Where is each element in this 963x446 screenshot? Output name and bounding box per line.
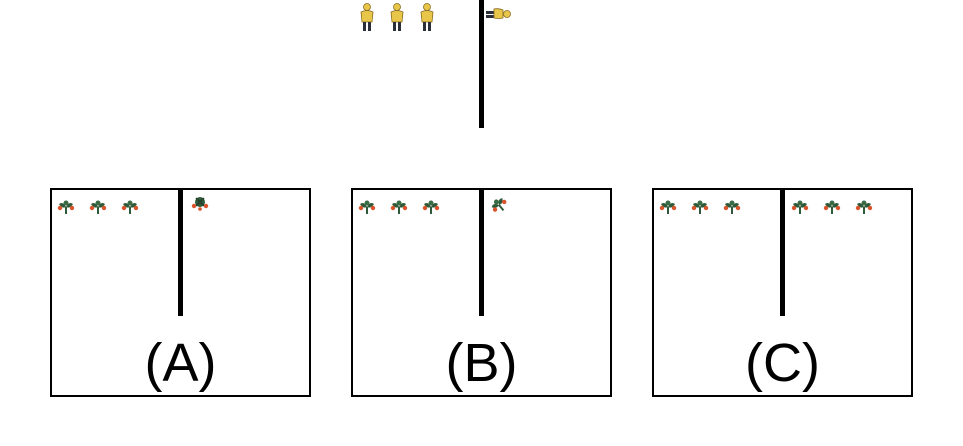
option-b-divider-line [479,190,484,316]
person-standing-icon [420,3,434,31]
option-b-left-figures [357,198,441,216]
flower-icon [121,200,139,214]
option-b[interactable]: (B) [351,188,612,397]
flower-icon [855,200,873,214]
option-a-label: (A) [144,333,217,393]
flower-wilted-icon [191,197,209,211]
option-a-divider-line [178,190,183,316]
prompt-divider-line [479,0,484,128]
flower-icon [422,200,440,214]
flower-icon [390,200,408,214]
option-c-label: (C) [745,333,820,393]
option-c-right-figures [790,198,874,216]
flower-icon [89,200,107,214]
flower-icon [823,200,841,214]
flower-icon [659,200,677,214]
option-b-right-figures [489,196,509,214]
option-c-left-figures [658,198,742,216]
option-a-right-figures [190,194,210,212]
flower-icon [723,200,741,214]
option-b-label: (B) [445,333,518,393]
option-a-left-figures [56,198,140,216]
option-c[interactable]: (C) [652,188,913,397]
flower-icon [691,200,709,214]
option-a[interactable]: (A) [50,188,311,397]
person-lying-icon [486,8,511,19]
flower-icon [57,200,75,214]
prompt-panel [0,0,963,140]
person-standing-icon [360,3,374,31]
prompt-left-figures [356,2,446,32]
option-c-divider-line [780,190,785,316]
flower-tilted-icon [491,198,507,212]
person-standing-icon [390,3,404,31]
flower-icon [791,200,809,214]
flower-icon [358,200,376,214]
